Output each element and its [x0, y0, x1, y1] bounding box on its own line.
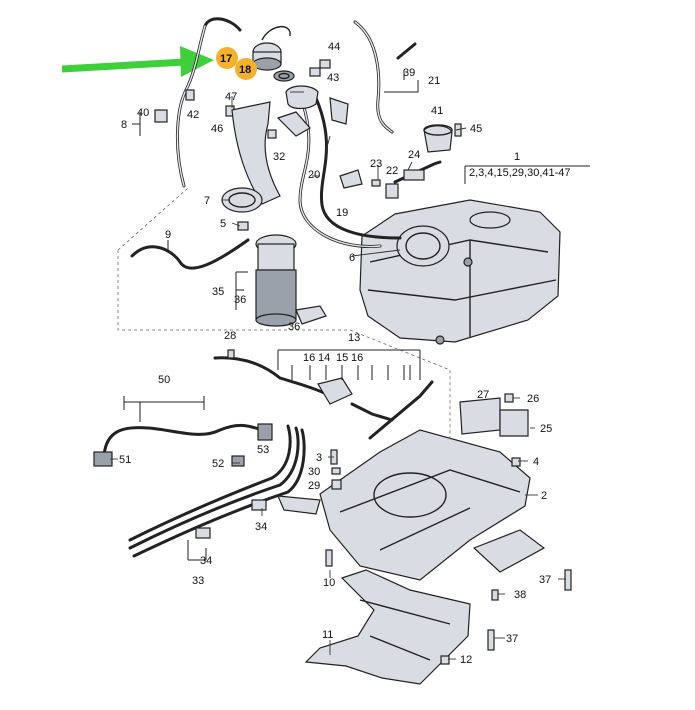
small-parts [154, 59, 462, 205]
callout-39: 39 [403, 67, 415, 79]
fuel-pump-assembly [221, 187, 327, 327]
callout-47: 47 [225, 91, 237, 103]
callout-21: 21 [428, 75, 440, 87]
callout-30: 30 [308, 466, 320, 478]
callout-34b: 34 [255, 521, 267, 533]
callout-36b: 36 [288, 321, 300, 333]
callout-26: 26 [527, 393, 539, 405]
callout-43: 43 [327, 72, 339, 84]
fuel-tank [359, 199, 561, 345]
callout-42: 42 [187, 109, 199, 121]
callout-35: 35 [212, 286, 224, 298]
callout-36a: 36 [234, 294, 246, 306]
underbody-shield [304, 569, 471, 685]
callout-8: 8 [121, 119, 127, 131]
callout-40: 40 [137, 107, 149, 119]
callout-5: 5 [220, 218, 226, 230]
callout-14: 14 [318, 352, 330, 364]
wiring-harness-50 [93, 423, 273, 467]
callout-31: 51 [119, 454, 131, 466]
callout-33: 33 [192, 575, 204, 587]
callout-10: 10 [323, 577, 335, 589]
highlight-circle-18 [235, 58, 257, 80]
callout-22: 22 [386, 165, 398, 177]
callout-28: 28 [224, 330, 236, 342]
callout-44: 44 [328, 41, 340, 53]
callout-15: 15 [336, 352, 348, 364]
callout-53: 53 [257, 444, 269, 456]
callout-38: 38 [514, 589, 526, 601]
callout-labels: 1 2,3,4,15,29,30,41-47 2 3 4 5 6 7 8 9 1… [119, 41, 571, 666]
callout-7: 7 [204, 195, 210, 207]
callout-9: 9 [165, 229, 171, 241]
callout-29: 29 [308, 480, 320, 492]
callout-13: 13 [348, 332, 360, 344]
callout-46: 46 [211, 123, 223, 135]
callout-3: 3 [316, 452, 322, 464]
leader-lines [110, 70, 590, 660]
callout-1-list: 2,3,4,15,29,30,41-47 [469, 167, 571, 179]
callout-18: 18 [239, 64, 251, 76]
callout-16a: 16 [303, 352, 315, 364]
callout-27: 27 [477, 389, 489, 401]
callout-19: 19 [336, 207, 348, 219]
green-pointer-arrow [61, 46, 214, 77]
callout-4: 4 [533, 456, 539, 468]
callout-24: 24 [408, 149, 420, 161]
fuel-brake-lines [128, 424, 306, 558]
filler-neck [276, 85, 402, 249]
callout-45: 45 [470, 123, 482, 135]
callout-34a: 34 [200, 555, 212, 567]
fuel-filler-cap [252, 26, 291, 71]
tank-subframe [277, 397, 546, 581]
callout-32: 32 [273, 151, 285, 163]
callout-11: 11 [322, 629, 333, 641]
assembly-guides [117, 187, 451, 440]
callout-12: 12 [460, 654, 472, 666]
callout-1: 1 [514, 151, 520, 163]
callout-20: 20 [308, 169, 320, 181]
callout-23: 23 [370, 158, 382, 170]
callout-37a: 37 [539, 574, 551, 586]
callout-52: 52 [212, 458, 224, 470]
callout-17: 17 [220, 53, 232, 65]
fuel-cap-seal-ring [273, 70, 295, 82]
callout-41: 41 [431, 105, 443, 117]
callout-2: 2 [541, 490, 547, 502]
evap-lines [213, 356, 434, 440]
callout-50: 50 [158, 374, 170, 386]
callout-6: 6 [349, 252, 355, 264]
highlight-circle-17 [216, 47, 238, 69]
callout-25: 25 [540, 423, 552, 435]
callout-16b: 16 [351, 352, 363, 364]
pump-wiring-harness [130, 238, 250, 270]
callout-37b: 37 [506, 633, 518, 645]
